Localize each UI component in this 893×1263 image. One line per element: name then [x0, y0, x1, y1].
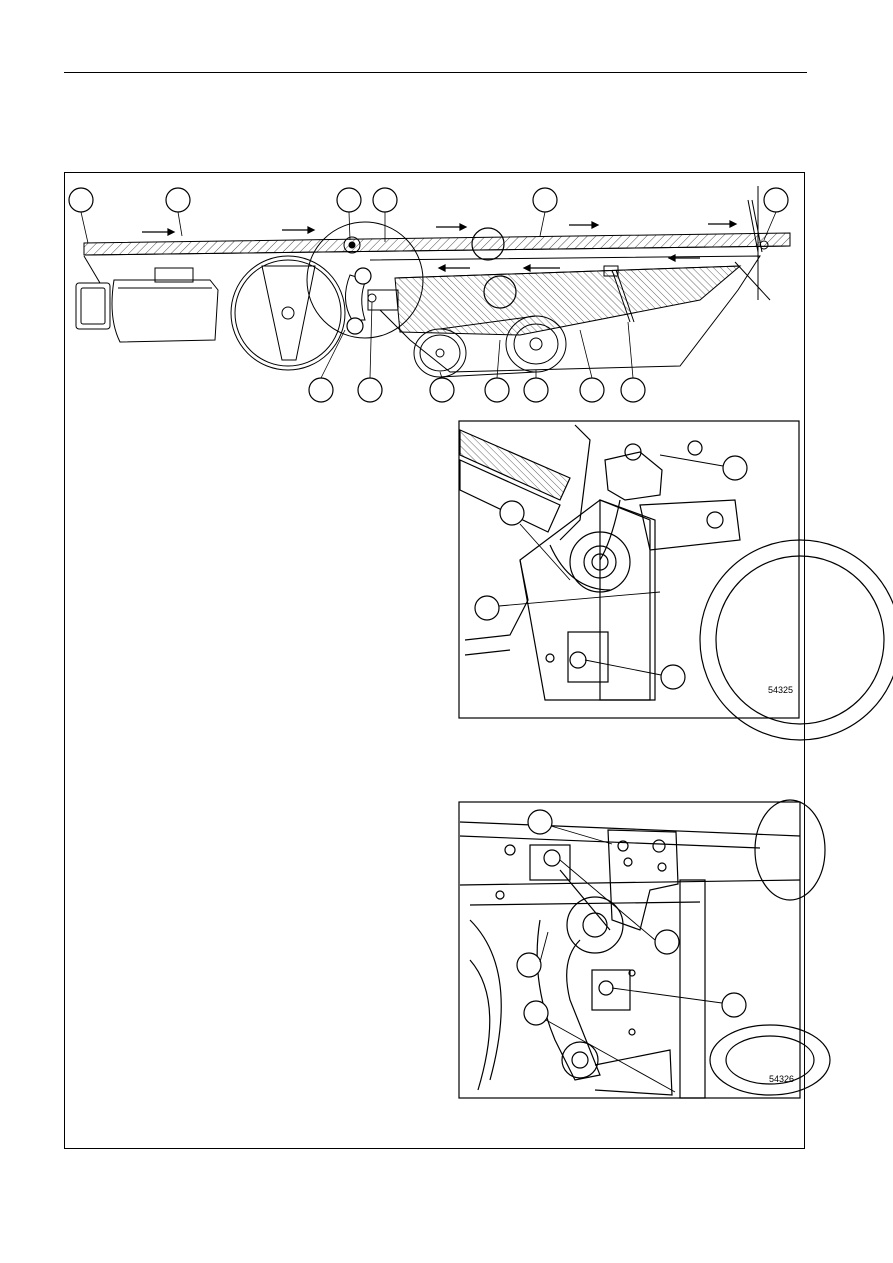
callout-marker — [483, 275, 517, 309]
figure-number: 54326 — [769, 1074, 794, 1084]
callout-marker — [372, 187, 398, 213]
callout-marker — [471, 227, 505, 261]
callout-marker — [165, 187, 191, 213]
callout-marker — [308, 377, 334, 403]
callout-marker — [532, 187, 558, 213]
callout-marker — [523, 1000, 549, 1026]
callout-marker — [429, 377, 455, 403]
callout-marker — [357, 377, 383, 403]
callout-marker — [763, 187, 789, 213]
callout-marker — [516, 952, 542, 978]
figure-frame — [64, 172, 805, 1149]
overview-drawing — [75, 186, 791, 378]
callout-marker — [336, 187, 362, 213]
callout-marker — [499, 500, 525, 526]
callout-marker — [484, 377, 510, 403]
callout-marker — [523, 377, 549, 403]
callout-marker — [346, 317, 364, 335]
flow-arrows — [142, 220, 738, 272]
photo-2: 54326 — [458, 799, 831, 1099]
callout-marker — [620, 377, 646, 403]
callout-marker — [354, 267, 372, 285]
callout-marker — [722, 455, 748, 481]
callout-marker — [68, 187, 94, 213]
photo-1: 54325 — [458, 420, 893, 741]
figure-number: 54325 — [768, 685, 793, 695]
overview-leaders — [80, 211, 777, 379]
overview-callouts — [68, 187, 789, 403]
callout-marker — [579, 377, 605, 403]
callout-marker — [527, 809, 553, 835]
callout-marker — [660, 664, 686, 690]
header-rule — [64, 72, 807, 73]
callout-marker — [721, 992, 747, 1018]
callout-marker — [654, 929, 680, 955]
callout-marker — [474, 595, 500, 621]
